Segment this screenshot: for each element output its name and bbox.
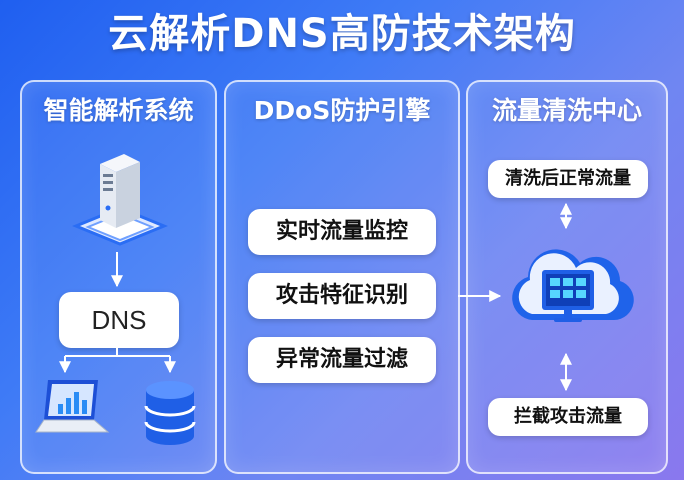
item-realtime-monitoring: 实时流量监控 bbox=[248, 209, 436, 255]
server-icon bbox=[72, 154, 168, 246]
laptop-chart-icon bbox=[35, 380, 110, 433]
panel-title-smart-resolution: 智能解析系统 bbox=[43, 96, 194, 125]
cloud-monitor-icon bbox=[512, 249, 634, 322]
item-clean-traffic: 清洗后正常流量 bbox=[488, 160, 648, 198]
item-attack-signature: 攻击特征识别 bbox=[248, 273, 436, 319]
panel-title-scrubbing-center: 流量清洗中心 bbox=[491, 96, 642, 125]
page-title: 云解析DNS高防技术架构 bbox=[108, 11, 576, 57]
database-icon bbox=[144, 381, 196, 445]
item-blocked-traffic: 拦截攻击流量 bbox=[488, 398, 648, 436]
panel-scrubbing-center: 流量清洗中心 清洗后正常流量 拦截攻击流量 bbox=[466, 80, 668, 474]
item-anomaly-filter: 异常流量过滤 bbox=[248, 337, 436, 383]
panel-ddos-engine: DDoS防护引擎 实时流量监控 攻击特征识别 异常流量过滤 bbox=[224, 80, 460, 474]
dns-box: DNS bbox=[59, 292, 179, 348]
panel-title-ddos-engine: DDoS防护引擎 bbox=[253, 96, 431, 125]
